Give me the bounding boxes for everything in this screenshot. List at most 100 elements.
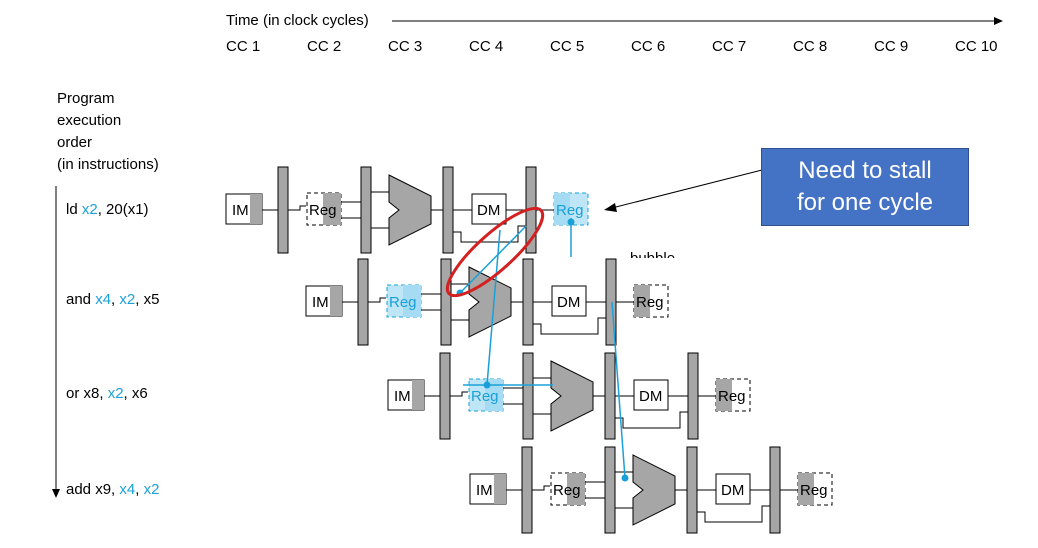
instr-text: , bbox=[111, 291, 120, 308]
reg-wb-shade bbox=[634, 285, 650, 317]
dm-label: DM bbox=[639, 388, 662, 405]
instr-register: x2 bbox=[119, 291, 136, 308]
callout-line: Need to stall bbox=[798, 157, 932, 184]
program-order-line: order bbox=[57, 134, 93, 151]
pipeline-register-bar bbox=[442, 166, 454, 254]
reg-wb-shade bbox=[716, 379, 732, 411]
instruction-label: ld x2, 20(x1) bbox=[66, 201, 149, 218]
cycle-label: CC 8 bbox=[793, 38, 828, 55]
reg-writeback-label: Reg bbox=[718, 388, 746, 405]
forward-dot bbox=[621, 474, 629, 482]
instr-text: , bbox=[135, 481, 144, 498]
pipeline-row: IM Reg DM Reg bbox=[305, 258, 669, 346]
instr-text: add x9, bbox=[66, 481, 120, 498]
wire bbox=[533, 317, 606, 335]
im-shade bbox=[250, 194, 262, 224]
instr-text: , x5 bbox=[135, 291, 160, 308]
forward-path-and bbox=[459, 225, 527, 294]
alu-shape bbox=[550, 360, 594, 432]
data-memory-box bbox=[551, 285, 587, 317]
instr-register: x2 bbox=[107, 385, 124, 402]
cycle-label: CC 5 bbox=[550, 38, 585, 55]
cycle-label: CC 6 bbox=[631, 38, 666, 55]
callout-arrowhead bbox=[604, 203, 617, 212]
forward-path-or bbox=[486, 229, 501, 386]
pipeline-register-bar bbox=[439, 352, 451, 440]
time-axis-label: Time (in clock cycles) bbox=[226, 12, 369, 29]
reg-read-shade bbox=[567, 473, 585, 505]
pipeline-register-bar bbox=[604, 352, 616, 440]
forward-path-add bbox=[611, 301, 626, 479]
dm-label: DM bbox=[477, 202, 500, 219]
cycle-label: CC 2 bbox=[307, 38, 342, 55]
im-shade bbox=[330, 286, 342, 316]
time-axis-arrowhead bbox=[994, 17, 1003, 25]
instruction-label: and x4, x2, x5 bbox=[66, 291, 159, 308]
alu-shape bbox=[632, 454, 676, 526]
pipeline-register-bar bbox=[277, 166, 289, 254]
program-order-label: Program execution order (in instructions… bbox=[57, 88, 159, 176]
cycle-label: CC 3 bbox=[388, 38, 423, 55]
instruction-label: or x8, x2, x6 bbox=[66, 385, 148, 402]
pipeline-register-bar bbox=[687, 352, 699, 440]
reg-read-shade bbox=[323, 193, 341, 225]
pipeline-register-bar bbox=[522, 352, 534, 440]
cycle-label: CC 9 bbox=[874, 38, 909, 55]
instr-text: , x6 bbox=[123, 385, 148, 402]
im-label: IM bbox=[312, 294, 329, 311]
reg-read-shade bbox=[403, 285, 421, 317]
reg-writeback-label: Reg bbox=[800, 482, 828, 499]
im-shade bbox=[494, 474, 506, 504]
cycle-label: CC 7 bbox=[712, 38, 747, 55]
im-label: IM bbox=[394, 388, 411, 405]
pipeline-register-bar bbox=[357, 258, 369, 346]
wire bbox=[288, 205, 306, 211]
wire bbox=[450, 391, 468, 397]
data-memory-box bbox=[633, 379, 669, 411]
cycle-label: CC 4 bbox=[469, 38, 504, 55]
pipeline-register-bar bbox=[522, 258, 534, 346]
dm-label: DM bbox=[557, 294, 580, 311]
instr-text: or x8, bbox=[66, 385, 108, 402]
pipeline-register-bar bbox=[521, 446, 533, 534]
program-order-arrowhead bbox=[52, 489, 60, 498]
reg-writeback-label: Reg bbox=[636, 294, 664, 311]
program-order-line: (in instructions) bbox=[57, 156, 159, 173]
reg-read-label: Reg bbox=[553, 482, 581, 499]
pipeline-register-bar bbox=[360, 166, 372, 254]
instr-register: x4 bbox=[95, 291, 112, 308]
bubble-mask bbox=[624, 258, 694, 266]
callout-line: for one cycle bbox=[796, 189, 934, 216]
program-order-line: execution bbox=[57, 112, 122, 129]
callout-arrow-line bbox=[611, 169, 763, 209]
wire bbox=[615, 411, 688, 429]
forward-dot bbox=[567, 218, 575, 226]
program-order-line: Program bbox=[57, 90, 115, 107]
reg-read-label: Reg bbox=[389, 294, 417, 311]
im-shade bbox=[412, 380, 424, 410]
stall-callout: Need to stall for one cycle bbox=[761, 148, 969, 226]
data-memory-box bbox=[715, 473, 751, 505]
instr-text: , 20(x1) bbox=[97, 201, 149, 218]
data-memory-box bbox=[471, 193, 507, 225]
hazard-ellipse bbox=[445, 206, 545, 298]
wire bbox=[453, 225, 526, 243]
instr-register: x4 bbox=[119, 481, 136, 498]
reg-writeback-label: Reg bbox=[556, 202, 584, 219]
alu-shape bbox=[388, 174, 432, 246]
pipeline-register-bar bbox=[686, 446, 698, 534]
pipeline-register-bar bbox=[604, 446, 616, 534]
reg-read-label: Reg bbox=[309, 202, 337, 219]
cycle-label: CC 1 bbox=[226, 38, 261, 55]
pipeline-register-bar bbox=[769, 446, 781, 534]
im-label: IM bbox=[476, 482, 493, 499]
reg-wb-shade bbox=[798, 473, 814, 505]
instr-register: x2 bbox=[81, 201, 98, 218]
pipeline-register-bar bbox=[440, 258, 452, 346]
instruction-label: add x9, x4, x2 bbox=[66, 481, 159, 498]
